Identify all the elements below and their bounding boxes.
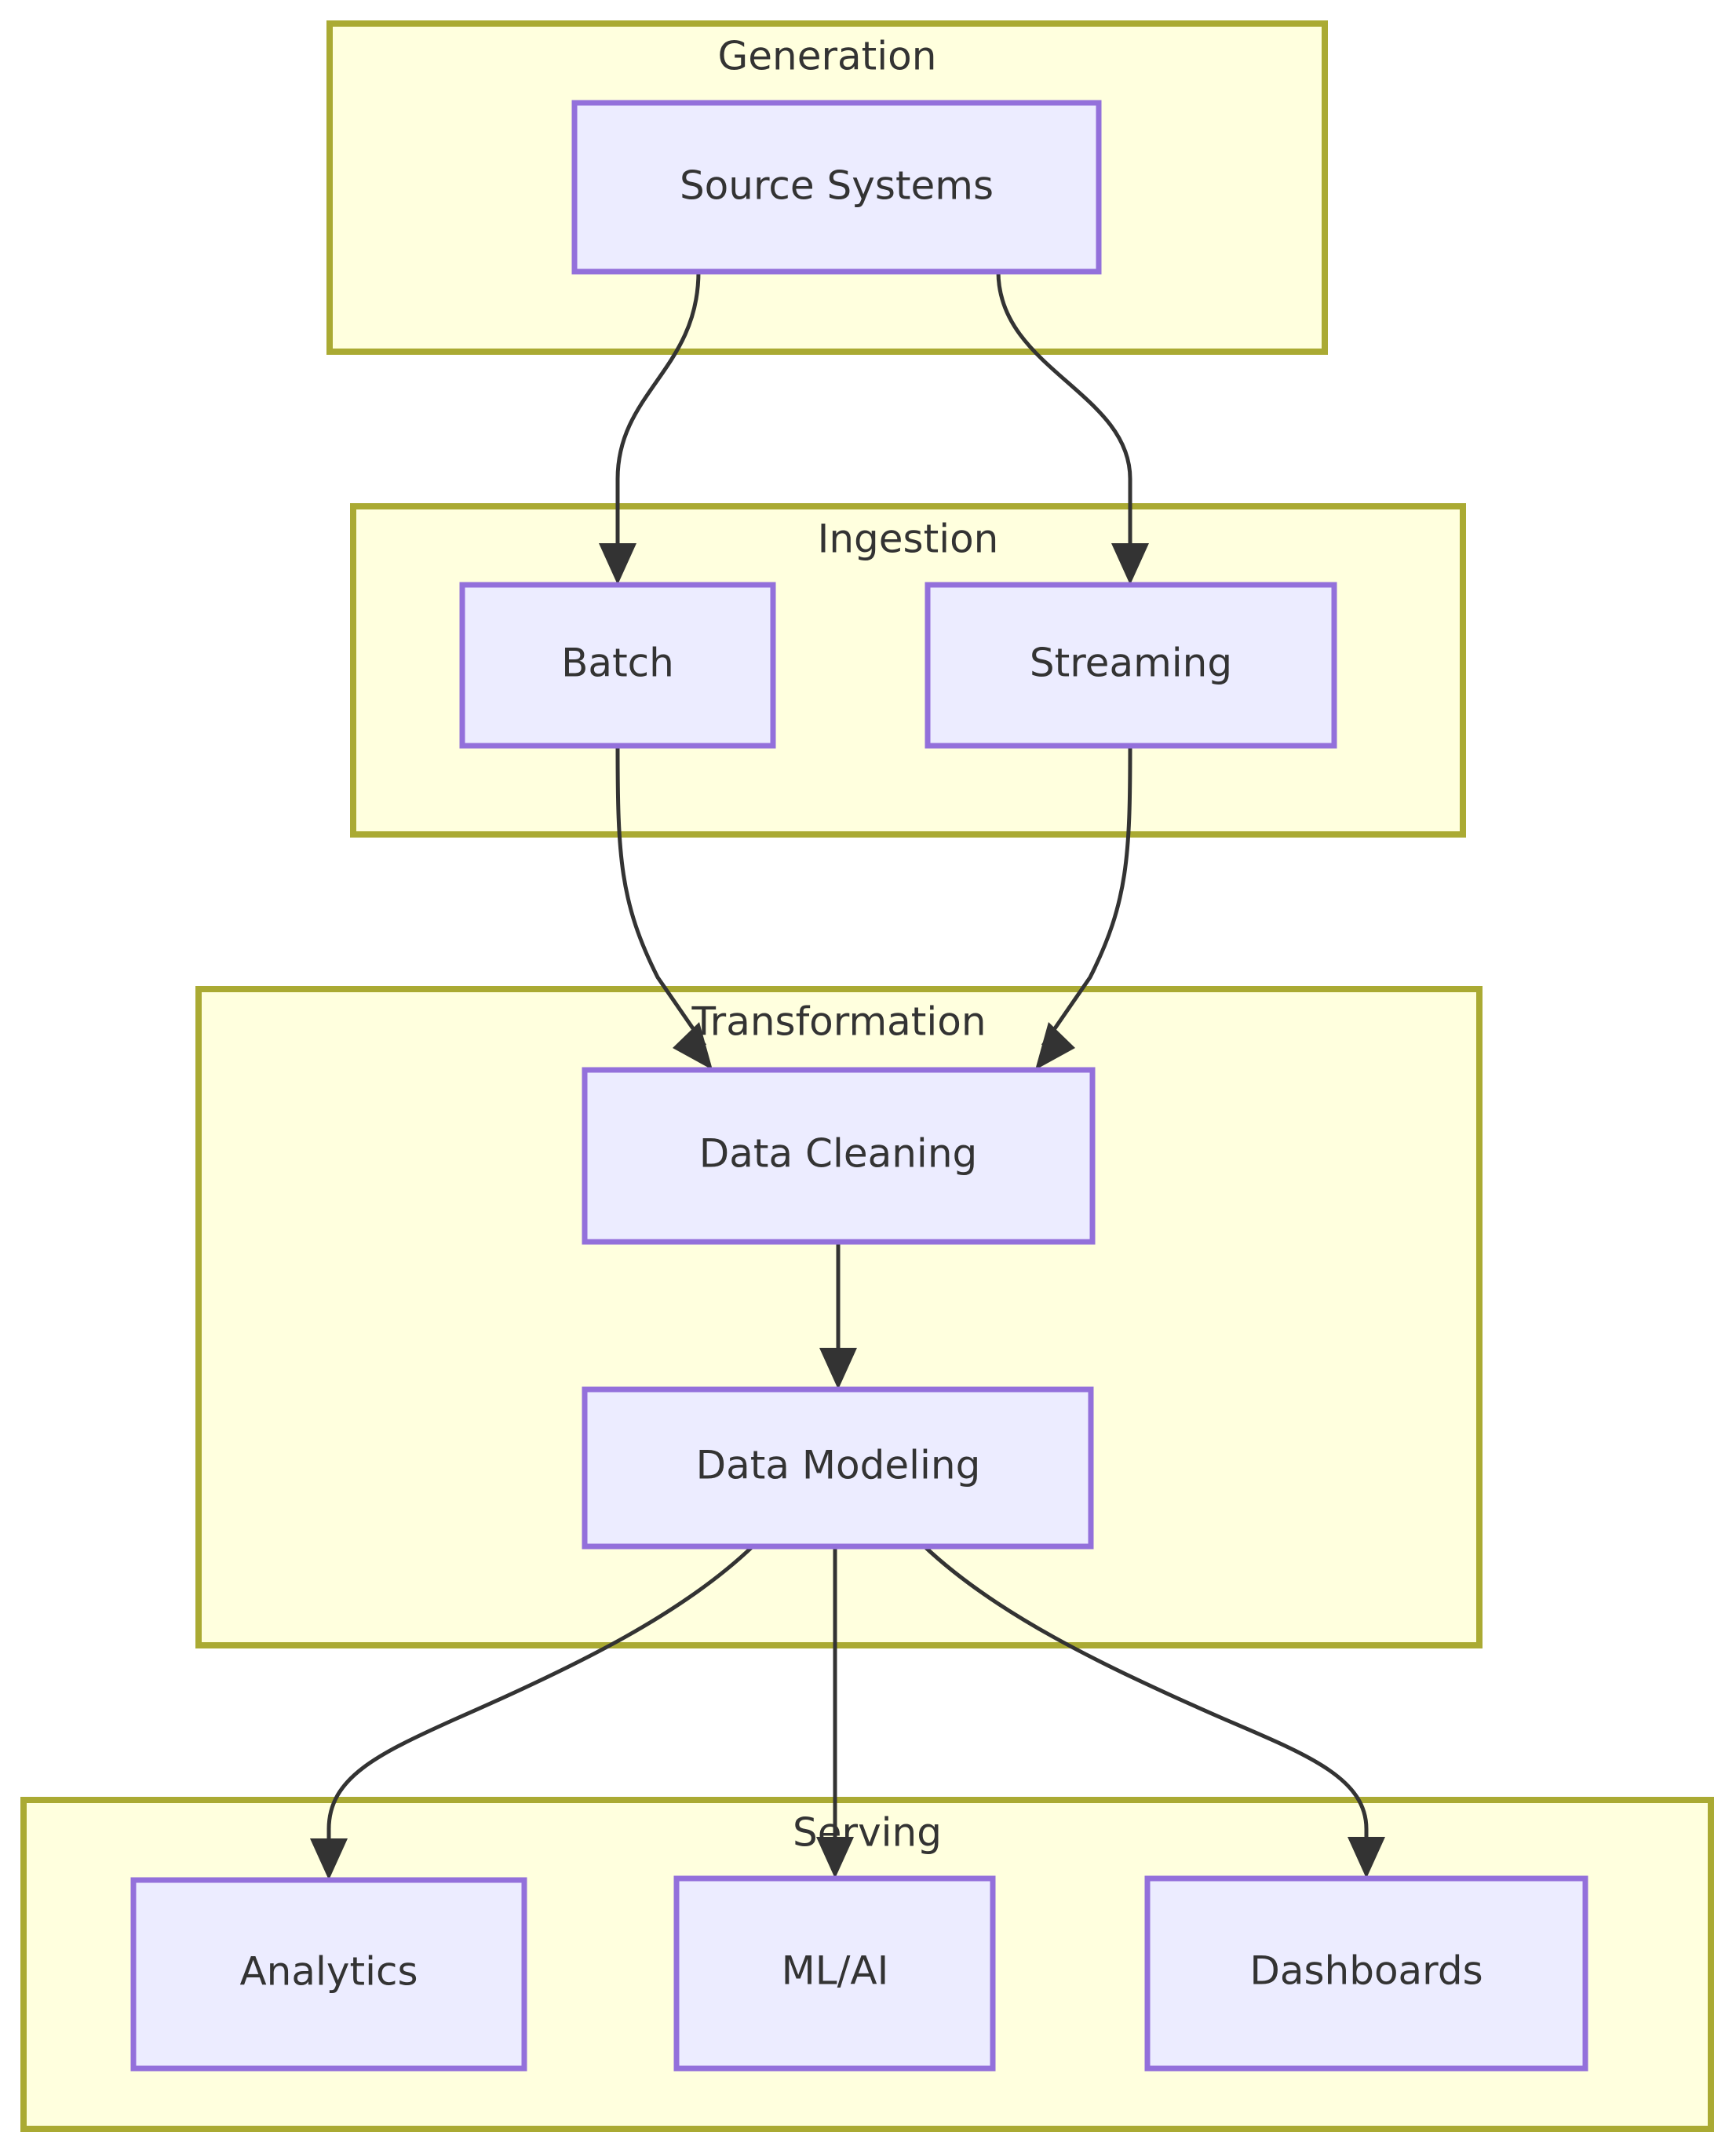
edges-layer	[326, 271, 1369, 1846]
arrowhead-to-data-modeling	[819, 1348, 857, 1389]
edge-streaming-to-data-cleaning	[1041, 745, 1132, 1047]
node-data-modeling-label: Data Modeling	[696, 1443, 981, 1488]
node-streaming-rect	[925, 582, 1337, 749]
edge-data-modeling-to-dashboards	[923, 1545, 1369, 1845]
arrowhead-to-data-cleaning-left	[673, 1022, 713, 1070]
node-data-cleaning[interactable]: Data Cleaning	[582, 1067, 1096, 1245]
node-ml-ai[interactable]: ML/AI	[673, 1875, 996, 2072]
node-source-systems[interactable]: Source Systems	[571, 100, 1102, 275]
node-analytics-label: Analytics	[239, 1949, 418, 1995]
node-data-modeling[interactable]: Data Modeling	[582, 1386, 1094, 1550]
cluster-serving-label: Serving	[793, 1810, 942, 1856]
cluster-transformation-label: Transformation	[691, 999, 986, 1045]
node-data-cleaning-rect	[582, 1067, 1096, 1245]
node-streaming-label: Streaming	[1030, 641, 1232, 686]
node-source-systems-rect	[571, 100, 1102, 275]
node-batch[interactable]: Batch	[459, 582, 776, 749]
arrowheads-layer	[310, 543, 1385, 1880]
edge-source-systems-to-streaming	[996, 271, 1132, 549]
node-dashboards-label: Dashboards	[1249, 1948, 1483, 1994]
node-analytics[interactable]: Analytics	[130, 1877, 527, 2072]
node-ml-ai-rect	[673, 1875, 996, 2072]
arrowhead-to-analytics	[310, 1838, 348, 1880]
node-analytics-rect	[130, 1877, 527, 2072]
node-dashboards-rect	[1144, 1875, 1588, 2072]
node-batch-label: Batch	[561, 641, 674, 686]
cluster-generation-label: Generation	[718, 34, 937, 79]
node-data-cleaning-label: Data Cleaning	[699, 1131, 978, 1177]
node-data-modeling-rect	[582, 1386, 1094, 1550]
node-source-systems-label: Source Systems	[680, 163, 994, 209]
arrowhead-to-data-cleaning-right	[1035, 1022, 1075, 1070]
arrowhead-to-batch	[599, 543, 636, 585]
edge-source-systems-to-batch	[615, 271, 701, 549]
node-dashboards[interactable]: Dashboards	[1144, 1875, 1588, 2072]
arrowhead-to-streaming	[1111, 543, 1149, 585]
cluster-ingestion-label: Ingestion	[818, 517, 999, 562]
node-batch-rect	[459, 582, 776, 749]
arrowhead-to-ml-ai	[816, 1837, 854, 1878]
edge-data-modeling-to-analytics	[326, 1545, 754, 1846]
arrowhead-to-dashboards	[1348, 1837, 1385, 1878]
edge-batch-to-data-cleaning	[615, 745, 707, 1047]
node-streaming[interactable]: Streaming	[925, 582, 1337, 749]
node-ml-ai-label: ML/AI	[782, 1948, 889, 1994]
